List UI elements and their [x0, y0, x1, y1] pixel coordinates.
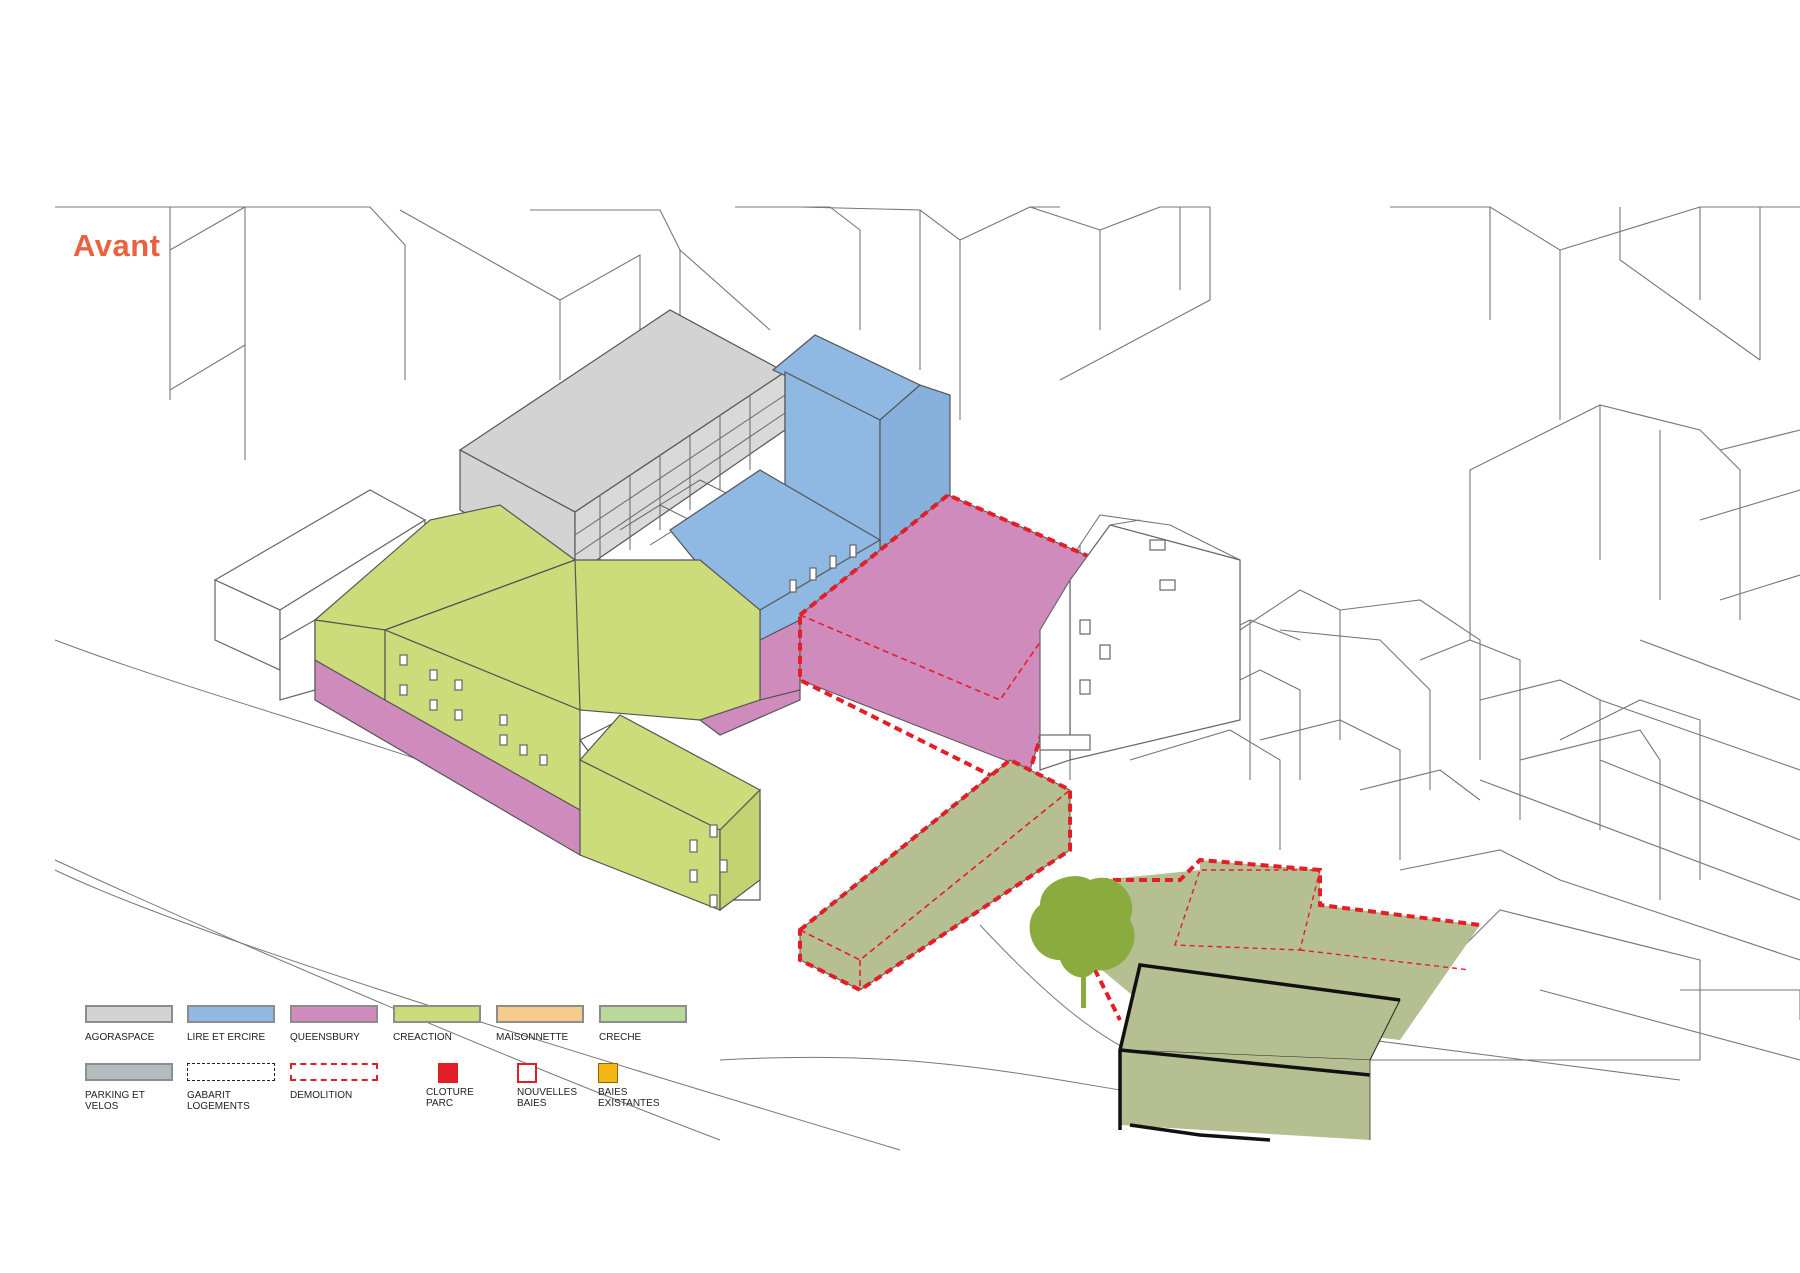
legend-swatch	[517, 1063, 537, 1083]
legend-gabarit-logements: GABARIT LOGEMENTS	[187, 1063, 279, 1112]
page-title: Avant	[73, 228, 160, 264]
legend-label: QUEENSBURY	[290, 1032, 360, 1043]
legend-creaction: CREACTION	[393, 1005, 485, 1043]
legend-lire-et-ercire: LIRE ET ERCIRE	[187, 1005, 279, 1043]
legend-swatch	[85, 1005, 173, 1023]
legend-swatch	[599, 1005, 687, 1023]
legend-swatch-dashed	[290, 1063, 378, 1081]
title-text: Avant	[73, 228, 161, 263]
legend-queensbury: QUEENSBURY	[290, 1005, 382, 1043]
legend-label: NOUVELLES BAIES	[517, 1087, 578, 1109]
legend-baies-existantes: BAIES EXISTANTES	[598, 1063, 690, 1109]
legend-swatch	[393, 1005, 481, 1023]
legend-agoraspace: AGORASPACE	[85, 1005, 177, 1043]
legend-label: LIRE ET ERCIRE	[187, 1032, 266, 1043]
legend-swatch	[187, 1005, 275, 1023]
legend-label: CLOTURE PARC	[426, 1087, 474, 1109]
lire-et-ercire-building	[669, 334, 951, 651]
legend-swatch	[438, 1063, 458, 1083]
legend-swatch	[598, 1063, 618, 1083]
legend-cloture-parc: CLOTURE PARC	[426, 1063, 518, 1109]
legend-swatch	[290, 1005, 378, 1023]
legend-demolition: DEMOLITION	[290, 1063, 382, 1101]
tree	[1029, 876, 1135, 1008]
legend-swatch	[85, 1063, 173, 1081]
legend-nouvelles-baies: NOUVELLES BAIES	[517, 1063, 609, 1109]
legend-label: AGORASPACE	[85, 1032, 155, 1043]
legend-creche: CRECHE	[599, 1005, 691, 1043]
creche-lot	[1087, 857, 1481, 1142]
legend-swatch	[496, 1005, 584, 1023]
demolition-long-block	[798, 757, 1072, 993]
legend-label: PARKING ET VELOS	[85, 1090, 145, 1112]
legend-parking-et-velos: PARKING ET VELOS	[85, 1063, 177, 1112]
legend-label: BAIES EXISTANTES	[598, 1087, 660, 1109]
legend-swatch-dashed	[187, 1063, 275, 1081]
legend-label: GABARIT LOGEMENTS	[187, 1090, 250, 1112]
legend-label: MAISONNETTE	[496, 1032, 569, 1043]
legend-maisonnette: MAISONNETTE	[496, 1005, 588, 1043]
legend-label: DEMOLITION	[290, 1090, 353, 1101]
legend-label: CRECHE	[599, 1032, 642, 1043]
white-townhouse	[1039, 524, 1241, 771]
legend-label: CREACTION	[393, 1032, 452, 1043]
creaction-buildings	[313, 504, 761, 912]
